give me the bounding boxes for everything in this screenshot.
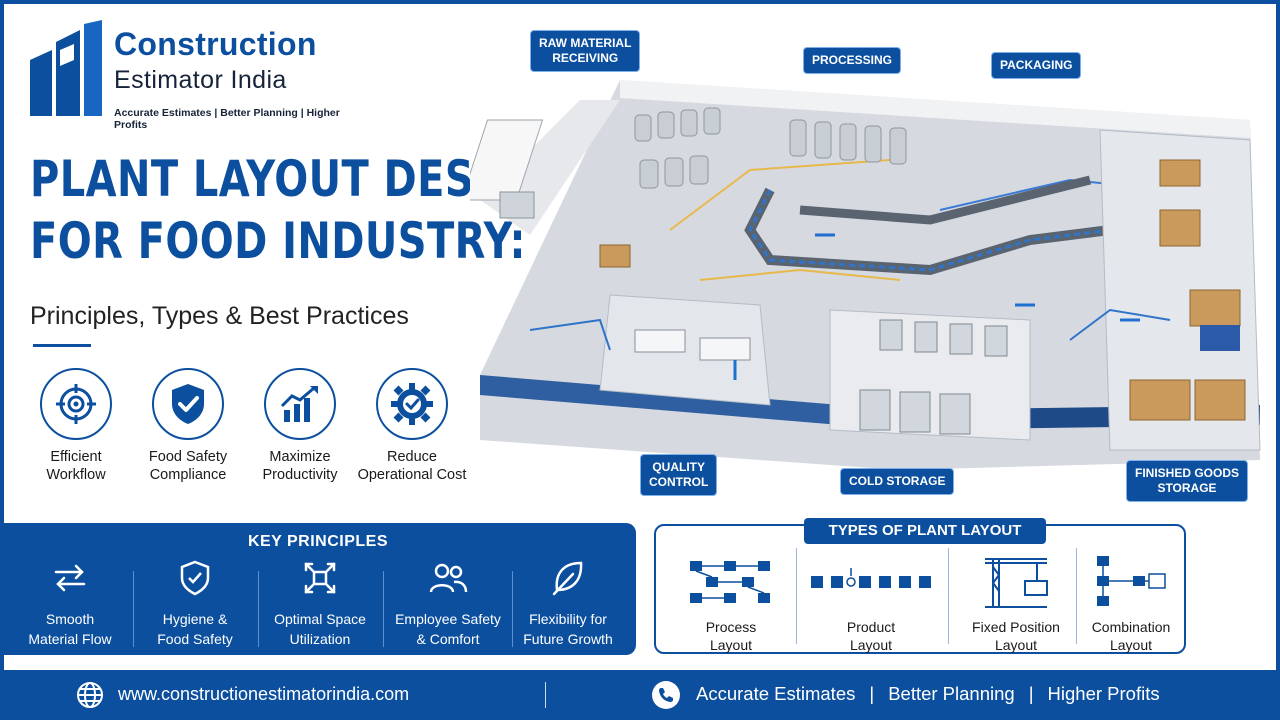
people-icon xyxy=(386,559,510,597)
benefit-label: Workflow xyxy=(46,467,106,483)
layout-types-title: TYPES OF PLANT LAYOUT xyxy=(804,518,1046,544)
phone-icon xyxy=(652,681,680,709)
footer-bar: www.constructionestimatorindia.com Accur… xyxy=(0,670,1280,720)
page-title-line1: PLANT LAYOUT DESIGN xyxy=(30,150,557,208)
principle-label: Future Growth xyxy=(523,631,613,647)
layout-type-label: Fixed Position xyxy=(972,619,1060,635)
callout-finished-goods: FINISHED GOODS STORAGE xyxy=(1126,460,1249,502)
divider xyxy=(512,571,513,647)
page-title-line2: FOR FOOD INDUSTRY: xyxy=(30,212,526,270)
callout-cold-storage: COLD STORAGE xyxy=(840,468,955,495)
hygiene-shield-icon xyxy=(133,559,257,597)
plant-floor-plan xyxy=(460,80,1261,470)
principle-label: Utilization xyxy=(289,631,351,647)
benefit-label: Efficient xyxy=(50,449,102,465)
callout-packaging: PACKAGING xyxy=(991,52,1082,79)
page-subtitle: Principles, Types & Best Practices xyxy=(30,302,409,330)
key-principles-title: KEY PRINCIPLES xyxy=(247,533,389,550)
website-link[interactable]: www.constructionestimatorindia.com xyxy=(118,684,410,704)
footer-taglines: Accurate Estimates | Better Planning | Highe… xyxy=(696,683,1160,705)
divider xyxy=(383,571,384,647)
callout-text: QUALITY xyxy=(652,460,705,474)
footer-tag-separator: | xyxy=(1028,683,1034,704)
flow-arrows-icon xyxy=(8,559,132,597)
footer-divider xyxy=(545,682,546,708)
principle-employee-safety: Employee Safety & Comfort xyxy=(386,559,510,649)
layout-type-label: Product xyxy=(846,619,896,635)
footer-tag: Better Planning xyxy=(888,683,1015,704)
footer-tag-separator: | xyxy=(869,683,875,704)
divider xyxy=(133,571,134,647)
globe-icon xyxy=(77,682,103,708)
target-icon xyxy=(40,368,112,440)
principle-label: Flexibility for xyxy=(529,611,607,627)
divider xyxy=(1076,548,1077,644)
benefit-label: Maximize xyxy=(269,449,331,465)
benefit-label: Reduce xyxy=(387,449,437,465)
layout-type-label: Layout xyxy=(1109,637,1153,653)
principle-label: Optimal Space xyxy=(274,611,366,627)
logo-mark-icon xyxy=(30,20,102,116)
principle-label: Employee Safety xyxy=(395,611,501,627)
callout-text: FINISHED GOODS xyxy=(1135,466,1240,480)
product-layout-icon xyxy=(806,552,936,610)
callout-quality-control: QUALITY CONTROL xyxy=(640,454,718,496)
principle-label: & Comfort xyxy=(416,631,480,647)
brand-name-line1: Construction xyxy=(114,26,317,62)
principle-hygiene: Hygiene & Food Safety xyxy=(133,559,257,649)
footer-tag: Higher Profits xyxy=(1047,683,1160,704)
callout-processing: PROCESSING xyxy=(803,47,902,74)
callout-text: RAW MATERIAL xyxy=(539,36,632,50)
layout-type-label: Layout xyxy=(994,637,1038,653)
growth-chart-icon xyxy=(264,368,336,440)
layout-type-label: Layout xyxy=(849,637,893,653)
brand-logo[interactable]: Construction Estimator India Accurate Es… xyxy=(30,20,360,131)
divider xyxy=(796,548,797,644)
leaf-icon xyxy=(506,559,630,597)
benefit-label: Productivity xyxy=(262,467,338,483)
combination-layout-icon xyxy=(1066,552,1196,610)
brand-name-line2: Estimator India xyxy=(114,66,287,94)
footer-tag: Accurate Estimates xyxy=(696,683,856,704)
brand-tagline: Accurate Estimates | Better Planning | H… xyxy=(114,107,340,131)
callout-text: CONTROL xyxy=(649,475,709,489)
benefit-label: Operational Cost xyxy=(357,467,467,483)
benefit-label: Compliance xyxy=(149,467,227,483)
process-layout-icon xyxy=(666,552,796,610)
plant-layout-illustration: RAW MATERIAL RECEIVING PROCESSING PACKAG… xyxy=(460,20,1270,502)
expand-space-icon xyxy=(258,559,382,597)
callout-text: STORAGE xyxy=(1157,481,1217,495)
page-title: PLANT LAYOUT DESIGN FOR FOOD INDUSTRY: xyxy=(30,148,557,272)
divider xyxy=(258,571,259,647)
layout-type-label: Combination xyxy=(1091,619,1171,635)
principle-label: Hygiene & xyxy=(162,611,228,627)
principle-label: Food Safety xyxy=(157,631,233,647)
principle-label: Material Flow xyxy=(28,631,112,647)
layout-type-label: Process xyxy=(705,619,757,635)
divider xyxy=(948,548,949,644)
principle-label: Smooth xyxy=(45,611,95,627)
layout-type-label: Layout xyxy=(709,637,753,653)
callout-raw-material: RAW MATERIAL RECEIVING xyxy=(530,30,641,72)
title-divider xyxy=(33,344,91,347)
benefit-label: Food Safety xyxy=(148,449,228,465)
gear-check-icon xyxy=(376,368,448,440)
fixed-position-crane-icon xyxy=(951,552,1081,610)
callout-text: RECEIVING xyxy=(552,51,619,65)
shield-check-icon xyxy=(152,368,224,440)
